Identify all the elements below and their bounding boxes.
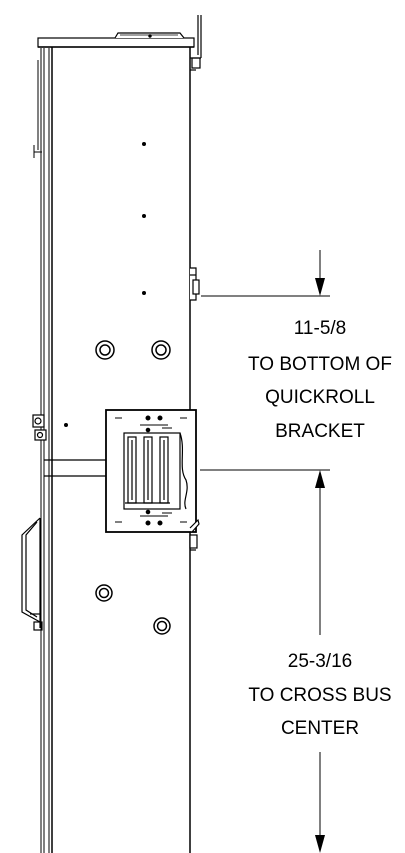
dimension-upper-label-line1: TO BOTTOM OF xyxy=(248,354,392,375)
right-side-clip-lower xyxy=(189,518,200,551)
right-side-clip-upper xyxy=(190,267,200,301)
knockout-upper-left xyxy=(95,340,115,360)
knockout-lower-left xyxy=(95,584,113,602)
dimension-lower-label-line1: TO CROSS BUS xyxy=(248,685,391,706)
dimension-upper-lines xyxy=(201,250,330,297)
knockout-upper-right xyxy=(151,340,171,360)
top-cap xyxy=(37,32,195,48)
dimension-lower-label-line2: CENTER xyxy=(281,718,359,739)
dimension-upper-value: 11-5/8 xyxy=(294,318,346,339)
dimension-upper-label-line2: QUICKROLL xyxy=(265,387,375,408)
dimension-upper-label-line3: BRACKET xyxy=(275,421,365,442)
mounting-dots xyxy=(64,142,146,427)
left-side-handle xyxy=(21,517,43,631)
left-side-wall xyxy=(33,48,50,853)
dimension-lower-lines xyxy=(200,469,330,853)
vertical-bus-bars xyxy=(125,432,188,510)
dimension-lower-value: 25-3/16 xyxy=(288,651,352,672)
knockout-lower-right xyxy=(153,617,171,635)
left-mount-tab xyxy=(32,414,47,441)
cross-bus-bar xyxy=(44,459,106,477)
top-right-bracket xyxy=(190,15,202,71)
